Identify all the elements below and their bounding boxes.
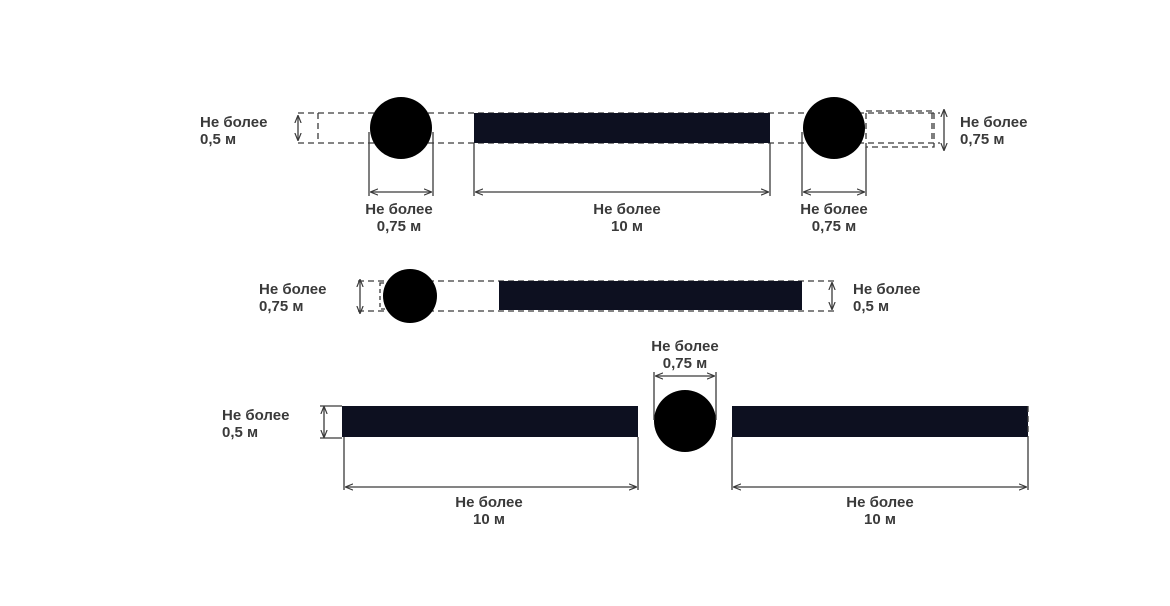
label-value: 0,75 м bbox=[377, 218, 421, 235]
tree-circle bbox=[370, 97, 432, 159]
label-not-more: Не более bbox=[593, 201, 660, 218]
label-not-more: Не более bbox=[259, 281, 326, 298]
hedge-bar bbox=[732, 406, 1028, 437]
hedge-bar bbox=[499, 281, 802, 310]
tree-circle bbox=[383, 269, 437, 323]
tree-circle bbox=[803, 97, 865, 159]
label-not-more: Не более bbox=[455, 494, 522, 511]
label-not-more: Не более bbox=[853, 281, 920, 298]
label-not-more: Не более bbox=[960, 114, 1027, 131]
label-not-more: Не более bbox=[800, 201, 867, 218]
right-dashed-box bbox=[865, 110, 935, 148]
hedge-bar bbox=[474, 113, 770, 143]
hedge-bar bbox=[342, 406, 638, 437]
tree-circle bbox=[654, 390, 716, 452]
label-value: 0,5 м bbox=[222, 424, 258, 441]
label-not-more: Не более bbox=[200, 114, 267, 131]
label-value: 0,5 м bbox=[200, 131, 236, 148]
label-not-more: Не более bbox=[222, 407, 289, 424]
label-value: 0,75 м bbox=[960, 131, 1004, 148]
label-value: 10 м bbox=[473, 511, 505, 528]
row-2: Не более 0,75 м Не более 0,5 м bbox=[259, 269, 920, 323]
label-not-more: Не более bbox=[651, 338, 718, 355]
label-value: 10 м bbox=[611, 218, 643, 235]
label-value: 0,5 м bbox=[853, 298, 889, 315]
label-value: 0,75 м bbox=[812, 218, 856, 235]
row-3: Не более 0,75 м Не более 0,5 м Не более … bbox=[222, 338, 1029, 528]
label-value: 10 м bbox=[864, 511, 896, 528]
row-1: Не более 0,5 м Не более 0,75 м Не более … bbox=[200, 97, 1027, 235]
label-not-more: Не более bbox=[365, 201, 432, 218]
label-value: 0,75 м bbox=[663, 355, 707, 372]
label-value: 0,75 м bbox=[259, 298, 303, 315]
label-not-more: Не более bbox=[846, 494, 913, 511]
